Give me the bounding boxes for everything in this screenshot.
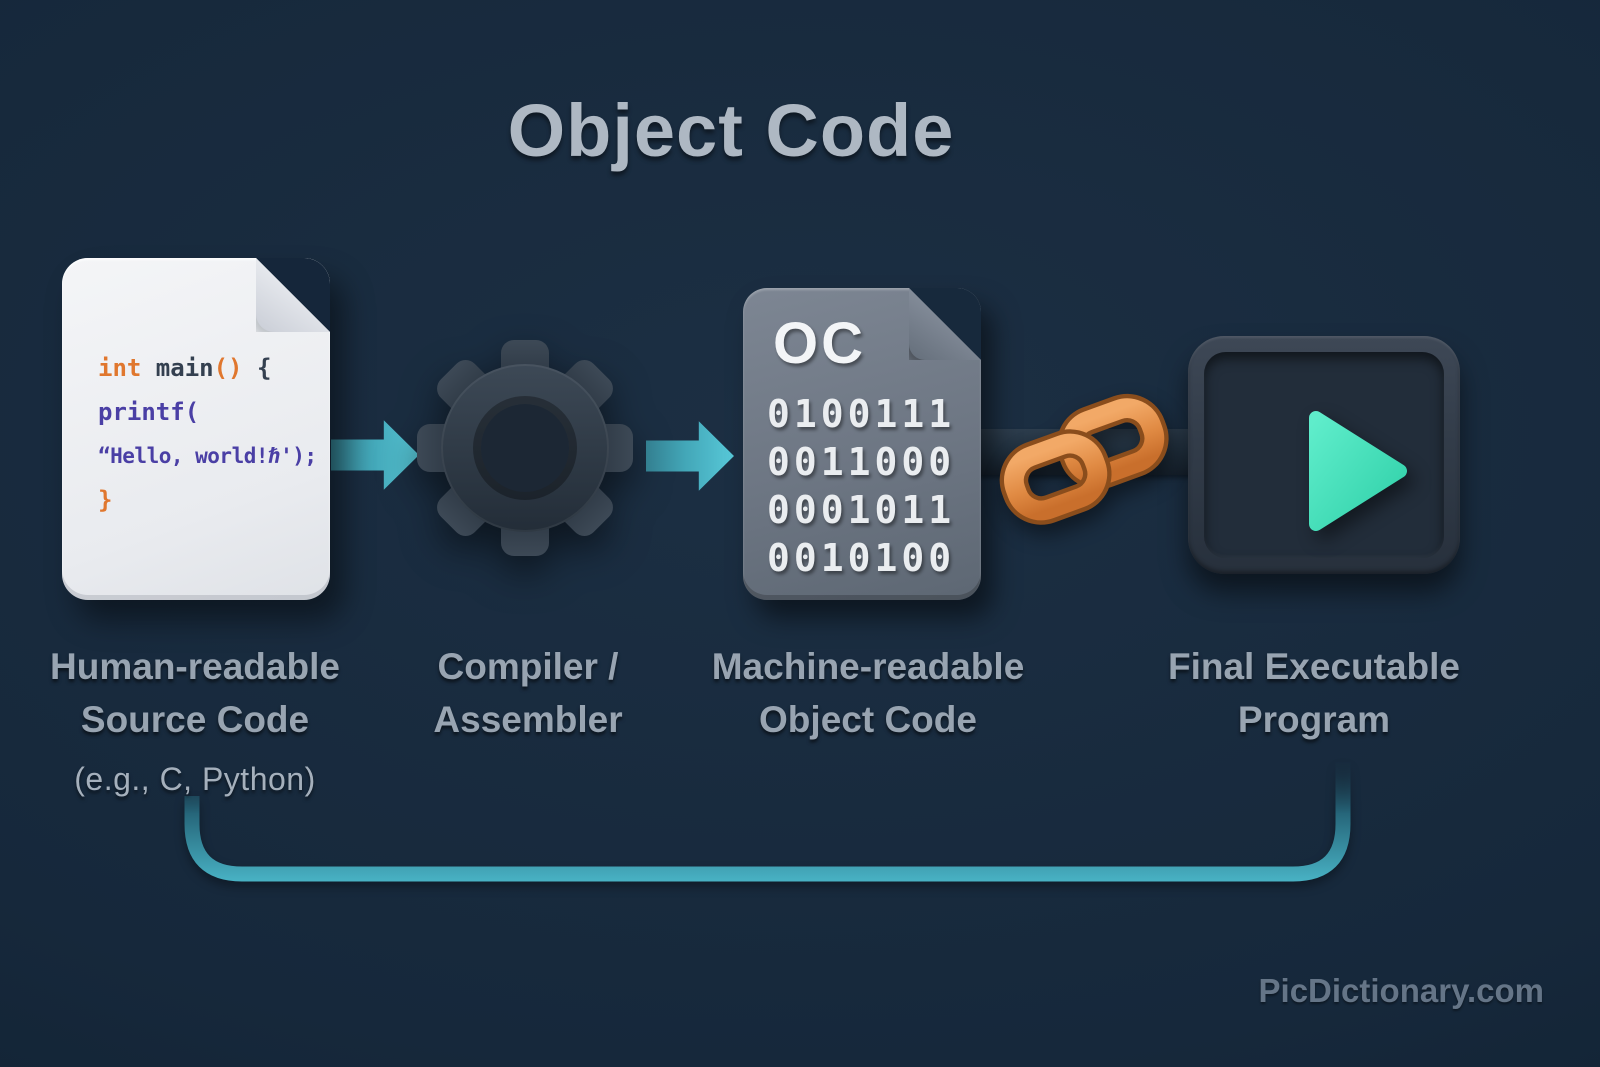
label-line: Final Executable [1168, 646, 1460, 687]
label-object-code: Machine-readable Object Code [668, 640, 1068, 746]
gear-icon [417, 340, 633, 556]
label-sublabel: (e.g., C, Python) [74, 761, 316, 797]
label-source-code: Human-readable Source Code (e.g., C, Pyt… [15, 640, 375, 806]
oc-badge: OC [773, 311, 866, 376]
code-line-4: } [98, 486, 113, 514]
code-line-2: printf( [98, 398, 200, 426]
label-line: Source Code [80, 699, 310, 740]
binary-row: 0100111 [767, 392, 956, 436]
binary-row: 0001011 [767, 488, 956, 532]
play-icon [1309, 411, 1407, 531]
executable-panel [1188, 336, 1460, 574]
page-title: Object Code [507, 89, 955, 172]
label-compiler: Compiler / Assembler [378, 640, 678, 746]
watermark: PicDictionary.com [1258, 972, 1544, 1009]
binary-row: 0010100 [767, 536, 956, 580]
label-line: Object Code [759, 699, 977, 740]
code-line-3: “Hello, world!ℏ'); [98, 444, 317, 468]
label-final-executable: Final Executable Program [1134, 640, 1494, 746]
label-line: Compiler / [437, 646, 619, 687]
executable-screen [1204, 352, 1444, 558]
binary-row: 0011000 [767, 440, 956, 484]
chain-link-icon [999, 393, 1169, 525]
code-snippet: int main() { printf( “Hello, world!ℏ'); … [98, 346, 317, 522]
label-line: Human-readable [50, 646, 340, 687]
object-code-document: OC 0100111 0011000 0001011 0010100 [743, 288, 981, 600]
label-line: Program [1237, 699, 1391, 740]
code-line-1: int main() { [98, 354, 272, 382]
label-line: Assembler [433, 699, 623, 740]
binary-code: 0100111 0011000 0001011 0010100 [767, 390, 955, 582]
label-line: Machine-readable [711, 646, 1025, 687]
source-code-document: int main() { printf( “Hello, world!ℏ'); … [62, 258, 330, 600]
